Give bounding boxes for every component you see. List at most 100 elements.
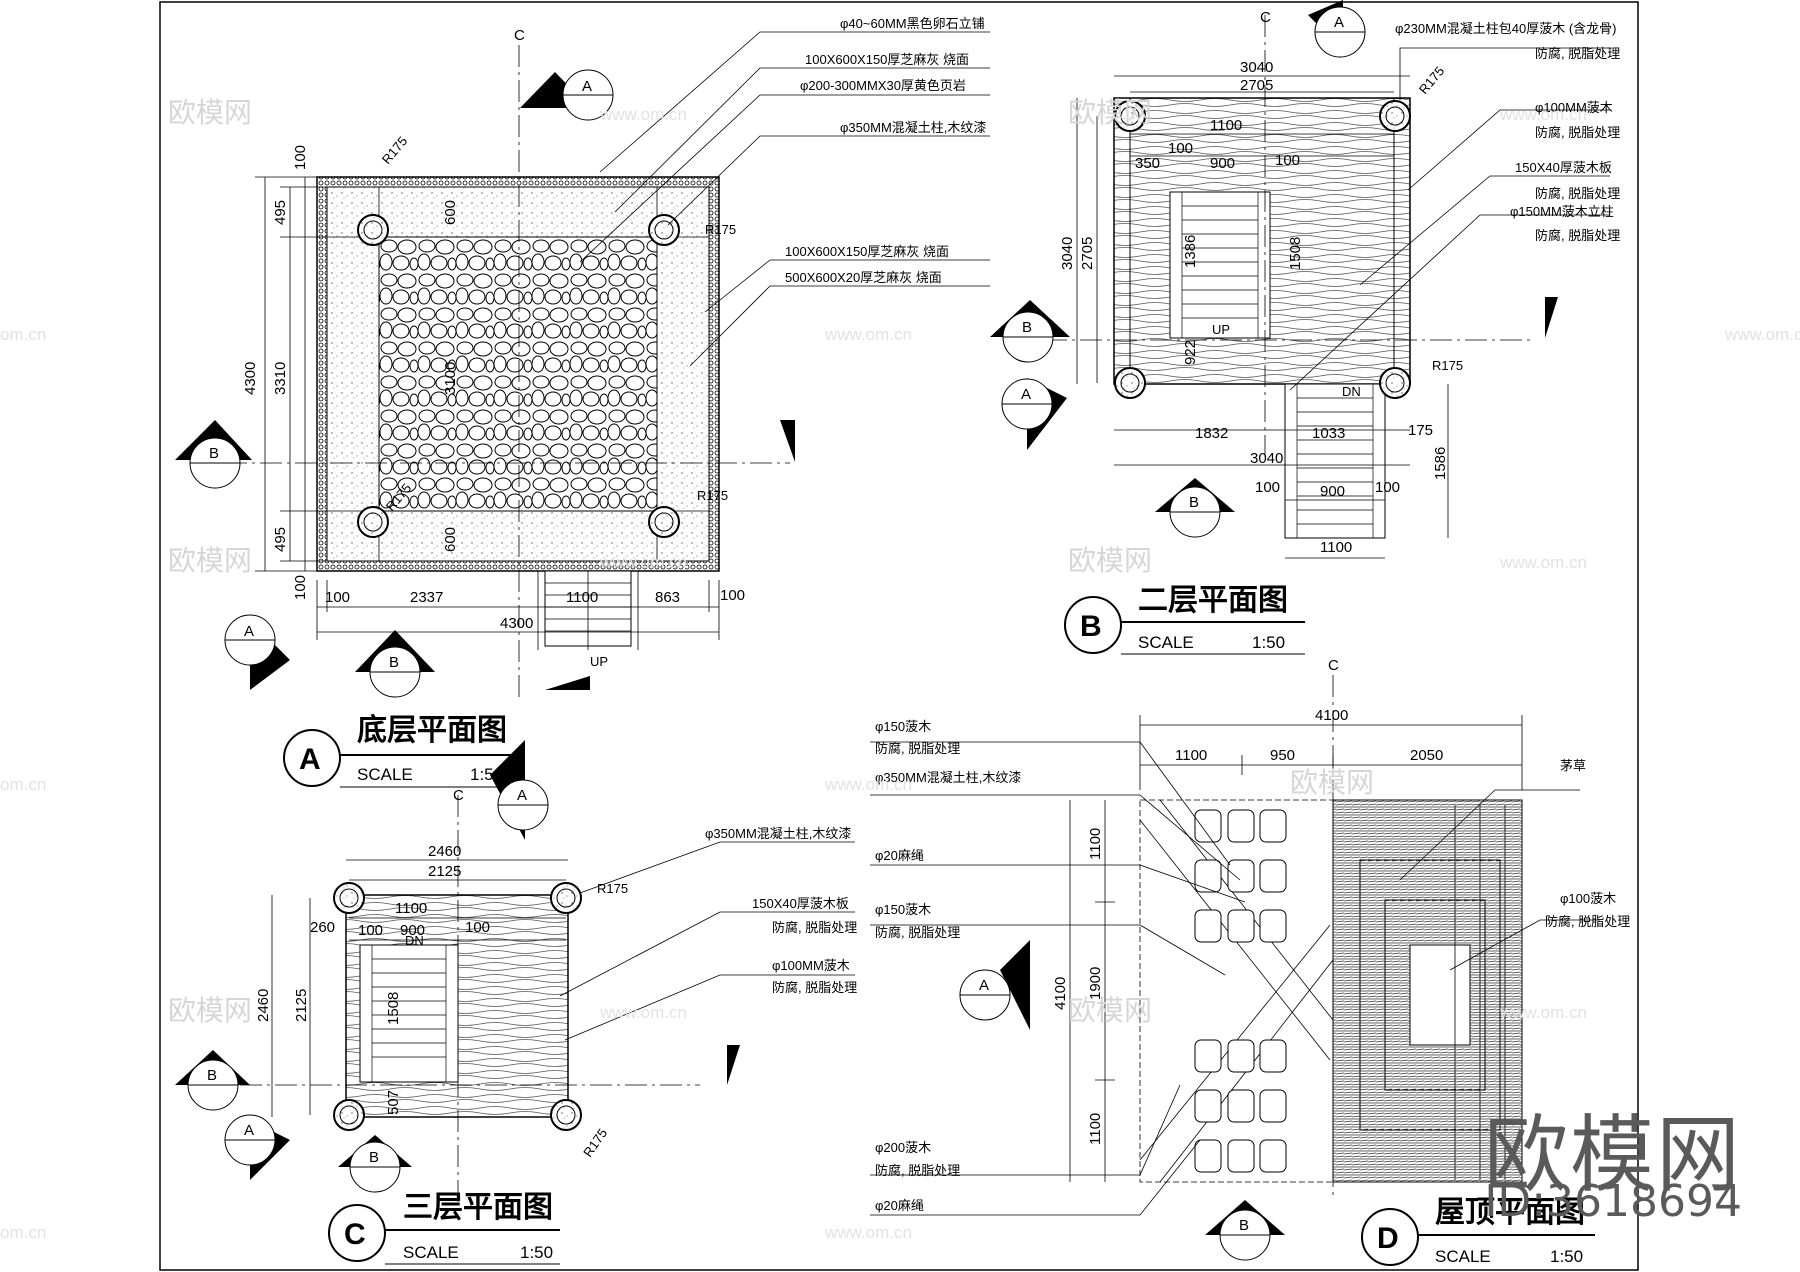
svg-text:2705: 2705 [1240, 77, 1273, 94]
svg-text:www.om.cn: www.om.cn [1724, 325, 1800, 344]
svg-text:4300: 4300 [500, 615, 533, 632]
note: φ200菠木 [875, 1140, 931, 1155]
svg-text:www.om.cn: www.om.cn [824, 775, 912, 794]
svg-text:www.om.cn: www.om.cn [824, 325, 912, 344]
svg-text:A: A [582, 78, 592, 95]
svg-text:www.om.cn: www.om.cn [599, 105, 687, 124]
svg-text:1:50: 1:50 [1550, 1247, 1583, 1266]
section-mark-b: B [990, 300, 1070, 363]
svg-text:om.cn: om.cn [0, 1223, 46, 1242]
plan-a-column [357, 214, 389, 246]
svg-text:B: B [1022, 319, 1032, 336]
svg-text:B: B [1189, 494, 1199, 511]
brand-id: ID:3618694 [1484, 1176, 1742, 1227]
note: φ100菠木 [1560, 891, 1616, 906]
plan-b-column [1114, 100, 1146, 132]
note: 150X40厚菠木板 [1515, 160, 1612, 175]
plan-c-column [550, 1099, 582, 1131]
note: 防腐, 脱脂处理 [875, 1163, 960, 1178]
svg-text:R175: R175 [379, 133, 410, 166]
svg-text:欧模网: 欧模网 [168, 545, 252, 576]
plan-c-column [550, 882, 582, 914]
note: 防腐, 脱脂处理 [1545, 914, 1630, 929]
svg-text:R175: R175 [697, 488, 728, 503]
svg-text:1:50: 1:50 [520, 1243, 553, 1262]
svg-text:C: C [1260, 9, 1271, 26]
note: 防腐, 脱脂处理 [1535, 125, 1620, 140]
note: φ230MM混凝土柱包40厚菠木 (含龙骨) [1395, 21, 1617, 36]
svg-text:R175: R175 [1416, 63, 1447, 96]
svg-text:100: 100 [325, 589, 350, 606]
svg-text:www.om.cn: www.om.cn [1499, 1003, 1587, 1022]
svg-text:2050: 2050 [1410, 747, 1443, 764]
note: 防腐, 脱脂处理 [1535, 186, 1620, 201]
svg-text:507: 507 [385, 1090, 402, 1115]
plan-b-title: 二层平面图 [1138, 584, 1288, 617]
svg-text:100: 100 [720, 587, 745, 604]
svg-text:www.om.cn: www.om.cn [1499, 553, 1587, 572]
svg-text:SCALE: SCALE [1138, 633, 1194, 652]
svg-text:3100: 3100 [442, 362, 459, 395]
svg-text:495: 495 [272, 200, 289, 225]
svg-text:175: 175 [1408, 422, 1433, 439]
svg-text:C: C [344, 1218, 366, 1251]
plan-b-column [1379, 367, 1411, 399]
plan-b-second-floor: C A B A B 3040 [990, 0, 1620, 655]
svg-text:om.cn: om.cn [0, 325, 46, 344]
plan-c-column [333, 1099, 365, 1131]
note: φ350MM混凝土柱,木纹漆 [875, 770, 1021, 785]
svg-text:R175: R175 [1432, 358, 1463, 373]
svg-text:1832: 1832 [1195, 425, 1228, 442]
note: 防腐, 脱脂处理 [772, 920, 857, 935]
plan-a-axis-label: C [514, 27, 525, 44]
svg-text:1508: 1508 [385, 992, 402, 1025]
svg-text:B: B [1080, 610, 1102, 643]
svg-text:A: A [1021, 386, 1031, 403]
note: 100X600X150厚芝麻灰 烧面 [785, 244, 949, 259]
svg-text:900: 900 [1210, 155, 1235, 172]
svg-text:欧模网: 欧模网 [1068, 545, 1152, 576]
note: 防腐, 脱脂处理 [1535, 46, 1620, 61]
svg-text:2460: 2460 [428, 843, 461, 860]
svg-text:100: 100 [358, 922, 383, 939]
note: 100X600X150厚芝麻灰 烧面 [805, 52, 969, 67]
plan-b-stair-down [1284, 383, 1386, 539]
note: 防腐, 脱脂处理 [1535, 228, 1620, 243]
svg-text:350: 350 [1135, 155, 1160, 172]
svg-text:3310: 3310 [272, 362, 289, 395]
note: φ350MM混凝土柱,木纹漆 [840, 120, 986, 135]
note: φ100MM菠木 [772, 958, 850, 973]
svg-text:100: 100 [1275, 152, 1300, 169]
section-mark-b2: B [338, 1135, 412, 1193]
svg-text:B: B [207, 1067, 217, 1084]
plan-a-stone-field [378, 236, 658, 512]
svg-text:1100: 1100 [566, 589, 598, 606]
note: φ150MM菠木立柱 [1510, 204, 1614, 219]
svg-text:2337: 2337 [410, 589, 443, 606]
svg-text:R175: R175 [597, 881, 628, 896]
section-mark-a2: A [224, 1114, 290, 1180]
svg-text:DN: DN [1342, 384, 1361, 399]
plan-c-title-block: C 三层平面图 SCALE 1:50 [328, 1191, 560, 1265]
svg-text:A: A [244, 623, 254, 640]
plan-a-column [357, 506, 389, 538]
svg-text:495: 495 [272, 527, 289, 552]
svg-text:R175: R175 [580, 1126, 610, 1160]
note: 防腐, 脱脂处理 [875, 925, 960, 940]
section-mark-a: A [1308, 0, 1366, 58]
svg-text:SCALE: SCALE [357, 765, 413, 784]
svg-text:2705: 2705 [1079, 237, 1096, 270]
svg-text:260: 260 [310, 919, 335, 936]
svg-text:www.om.cn: www.om.cn [599, 553, 687, 572]
svg-text:3040: 3040 [1059, 237, 1076, 270]
svg-text:D: D [1377, 1222, 1399, 1255]
svg-text:1100: 1100 [395, 900, 427, 917]
svg-text:2125: 2125 [428, 863, 461, 880]
svg-text:B: B [209, 445, 219, 462]
section-mark-b2: B [1155, 478, 1235, 538]
svg-text:900: 900 [1320, 483, 1345, 500]
svg-text:100: 100 [292, 575, 309, 600]
sheet-frame [159, 1, 1639, 1271]
note: 茅草 [1560, 758, 1586, 773]
svg-text:欧模网: 欧模网 [1068, 995, 1152, 1026]
